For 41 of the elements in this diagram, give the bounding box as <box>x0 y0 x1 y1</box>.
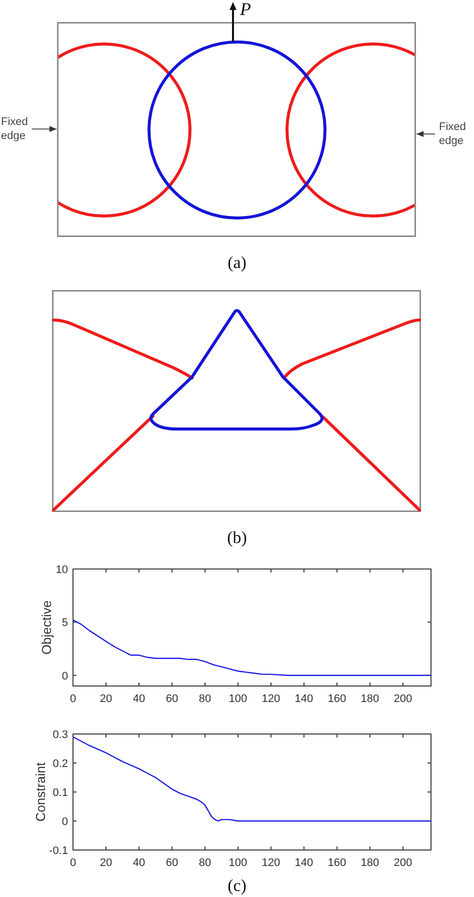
tick-label: 180 <box>360 857 380 869</box>
tick-label: 0 <box>62 670 68 682</box>
panel-label: (a) <box>228 254 246 272</box>
tick-label: 200 <box>394 693 412 705</box>
panel-label: (c) <box>228 877 246 895</box>
tick-label: 60 <box>166 693 178 705</box>
tick-label: 100 <box>228 693 248 705</box>
tick-label: 80 <box>198 693 212 705</box>
tick-label: 0.1 <box>52 787 68 799</box>
arrow <box>416 131 436 137</box>
axis-title: Constraint <box>33 762 48 822</box>
structure-drawing <box>57 22 416 237</box>
tick-label: 5 <box>62 617 68 630</box>
tick-label: 200 <box>394 857 412 869</box>
tick-label: 160 <box>328 857 346 869</box>
tick-label: 0.2 <box>52 758 68 770</box>
annotation-text: Fixed edge <box>1 115 28 143</box>
tick-label: 160 <box>328 693 346 705</box>
tick-label: 180 <box>360 693 380 705</box>
tick-label: 20 <box>100 693 112 705</box>
tick-label: 0 <box>70 857 76 869</box>
tick-label: 0 <box>62 816 68 828</box>
tick-label: -0.1 <box>49 845 68 857</box>
tick-label: 140 <box>294 857 314 869</box>
panel-label: (b) <box>227 529 247 547</box>
axis-title: Objective <box>39 600 54 655</box>
tick-label: 100 <box>228 857 248 869</box>
tick-label: 60 <box>166 857 178 869</box>
annotation-text: Fixed edge <box>439 120 466 148</box>
tick-label: 0 <box>70 693 76 705</box>
tick-label: 0.3 <box>52 729 68 741</box>
tick-label: 120 <box>262 857 280 869</box>
tick-label: 120 <box>262 693 280 705</box>
tick-label: 80 <box>198 857 212 869</box>
tick-label: 10 <box>56 564 68 576</box>
tick-label: 40 <box>132 857 146 869</box>
tick-label: 140 <box>294 693 314 705</box>
tick-label: 20 <box>100 857 112 869</box>
arrow <box>31 126 57 132</box>
tick-label: 40 <box>132 693 146 705</box>
force-label: P <box>240 0 251 18</box>
